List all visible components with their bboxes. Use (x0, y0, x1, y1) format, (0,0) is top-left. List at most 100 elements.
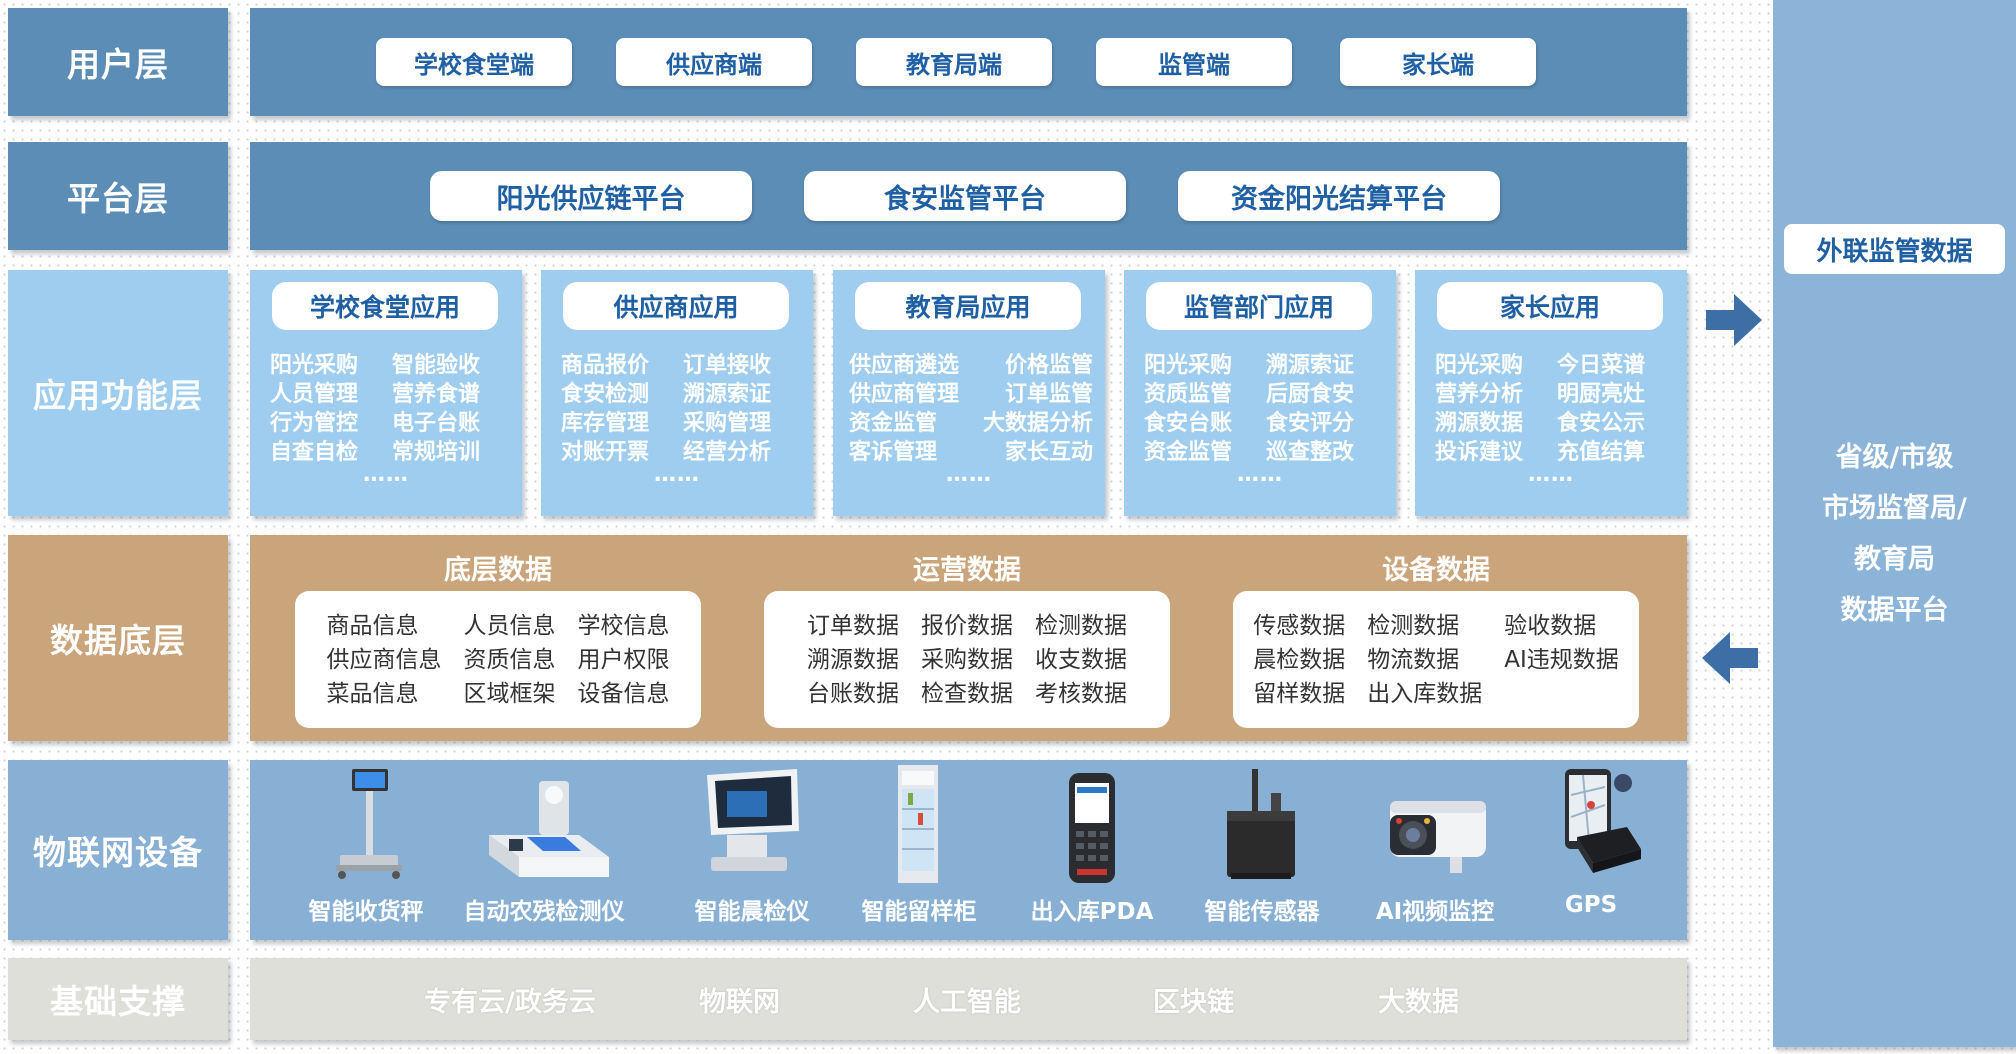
morning-check-icon (707, 769, 799, 871)
data-item: 出入库数据 (1367, 680, 1483, 707)
data-item: 设备信息 (577, 680, 670, 707)
data-item: 晨检数据 (1253, 646, 1346, 673)
user-pill-education: 教育局端 (856, 38, 1052, 86)
user-pill-supplier: 供应商端 (616, 38, 812, 86)
app-item: 供应商管理 (849, 382, 960, 407)
app-card-title: 监管部门应用 (1146, 282, 1372, 330)
infra-item-cloud: 专有云/政务云 (424, 987, 596, 1018)
app-item: 食安评分 (1266, 411, 1355, 436)
app-item: 经营分析 (683, 440, 772, 465)
app-item: 投诉建议 (1435, 440, 1524, 465)
data-item: 台账数据 (807, 680, 899, 707)
app-item: 营养分析 (1435, 382, 1524, 407)
app-card-regulator: 监管部门应用 阳光采购 溯源索证 资质监管 后厨食安 食安台账 食安评分 资金监… (1124, 270, 1396, 516)
app-item: 采购管理 (683, 411, 772, 436)
user-pill-supervision: 监管端 (1096, 38, 1292, 86)
app-card-education: 教育局应用 供应商遴选 价格监管 供应商管理 订单监管 资金监管 大数据分析 客… (833, 270, 1105, 516)
device-label: 智能晨检仪 (694, 899, 810, 925)
data-group-base: 商品信息 人员信息 学校信息 供应商信息 资质信息 用户权限 菜品信息 区域框架… (295, 591, 701, 728)
app-item: 明厨亮灶 (1557, 382, 1646, 407)
app-item: 资质监管 (1144, 382, 1233, 407)
app-card-more: …… (1528, 462, 1574, 487)
device-label: 智能留样柜 (861, 899, 977, 925)
app-item: 库存管理 (561, 411, 650, 436)
device-label: GPS (1564, 892, 1618, 918)
infra-item-iot: 物联网 (699, 987, 780, 1018)
app-item: 溯源索证 (683, 382, 772, 407)
data-item: 供应商信息 (326, 646, 442, 673)
device-scale: 智能收货秤 (281, 765, 451, 925)
data-item: 资质信息 (463, 646, 556, 673)
device-morning-check: 智能晨检仪 (667, 765, 837, 925)
pda-icon (1069, 773, 1115, 883)
device-sample-cabinet: 智能留样柜 (834, 765, 1004, 925)
device-label: 自动农残检测仪 (463, 899, 625, 925)
data-item: 收支数据 (1035, 646, 1127, 673)
app-item: 订单监管 (1004, 382, 1093, 407)
app-card-more: …… (1237, 462, 1283, 487)
data-group-title-base: 底层数据 (444, 555, 552, 586)
data-item: 检查数据 (921, 680, 1013, 707)
device-pesticide-tester: 自动农残检测仪 (459, 765, 629, 925)
data-item: 报价数据 (921, 612, 1013, 639)
app-item: 客诉管理 (849, 440, 938, 465)
app-item: 智能验收 (392, 353, 481, 378)
data-item (1504, 677, 1619, 711)
user-pill-parent: 家长端 (1340, 38, 1536, 86)
layer-label-data: 数据底层 (8, 535, 228, 741)
app-item: 家长互动 (1004, 440, 1093, 465)
app-item: 食安台账 (1144, 411, 1233, 436)
device-camera: AI视频监控 (1350, 765, 1520, 925)
data-item: 溯源数据 (807, 646, 899, 673)
app-item: 电子台账 (392, 411, 481, 436)
data-item: AI违规数据 (1504, 646, 1619, 673)
app-item: 食安检测 (561, 382, 650, 407)
external-line: 省级/市级 (1835, 442, 1954, 473)
app-card-parent: 家长应用 阳光采购 今日菜谱 营养分析 明厨亮灶 溯源数据 食安公示 投诉建议 … (1415, 270, 1687, 516)
scale-icon (336, 769, 402, 879)
device-label: 智能传感器 (1204, 899, 1320, 925)
app-card-title: 教育局应用 (855, 282, 1081, 330)
infra-item-blockchain: 区块链 (1153, 987, 1234, 1018)
app-item: 大数据分析 (982, 411, 1093, 436)
infra-item-bigdata: 大数据 (1378, 987, 1459, 1018)
data-item: 菜品信息 (326, 680, 419, 707)
app-item: 自查自检 (270, 440, 359, 465)
app-card-school: 学校食堂应用 阳光采购 智能验收 人员管理 营养食谱 行为管控 电子台账 自查自… (250, 270, 522, 516)
sample-cabinet-icon (898, 765, 938, 883)
app-item: 今日菜谱 (1557, 353, 1646, 378)
gps-icon (1565, 769, 1641, 873)
external-data-panel: 外联监管数据 省级/市级 市场监督局/ 教育局 数据平台 (1773, 0, 2016, 1047)
app-item: 人员管理 (270, 382, 359, 407)
device-label: 智能收货秤 (308, 899, 424, 925)
platform-pill-food-safety: 食安监管平台 (804, 171, 1126, 221)
app-item: 营养食谱 (392, 382, 481, 407)
device-pda: 出入库PDA (1007, 765, 1177, 925)
app-card-title: 学校食堂应用 (272, 282, 498, 330)
app-item: 充值结算 (1557, 440, 1646, 465)
app-item: 供应商遴选 (849, 353, 960, 378)
app-item: 食安公示 (1557, 411, 1646, 436)
device-gps: GPS (1506, 765, 1676, 925)
app-item: 常规培训 (392, 440, 481, 465)
camera-icon (1390, 801, 1486, 873)
data-item: 学校信息 (577, 612, 670, 639)
app-card-more: …… (654, 462, 700, 487)
platform-pill-settlement: 资金阳光结算平台 (1178, 171, 1500, 221)
app-item: 阳光采购 (1435, 353, 1524, 378)
data-item: 人员信息 (463, 612, 556, 639)
app-item: 对账开票 (561, 440, 650, 465)
data-group-device: 传感数据 检测数据 验收数据 晨检数据 物流数据 AI违规数据 留样数据 出入库… (1233, 591, 1639, 728)
infra-item-ai: 人工智能 (913, 987, 1021, 1018)
app-item: 溯源索证 (1266, 353, 1355, 378)
infra-layer-band (250, 958, 1687, 1040)
pesticide-tester-icon (489, 781, 609, 877)
app-card-more: …… (946, 462, 992, 487)
arrow-right-icon (1706, 294, 1762, 346)
user-pill-school: 学校食堂端 (376, 38, 572, 86)
external-data-pill: 外联监管数据 (1784, 224, 2005, 274)
data-item: 订单数据 (807, 612, 899, 639)
layer-label-platform: 平台层 (8, 142, 228, 250)
external-line: 市场监督局/ (1822, 493, 1967, 524)
data-item: 物流数据 (1367, 646, 1460, 673)
